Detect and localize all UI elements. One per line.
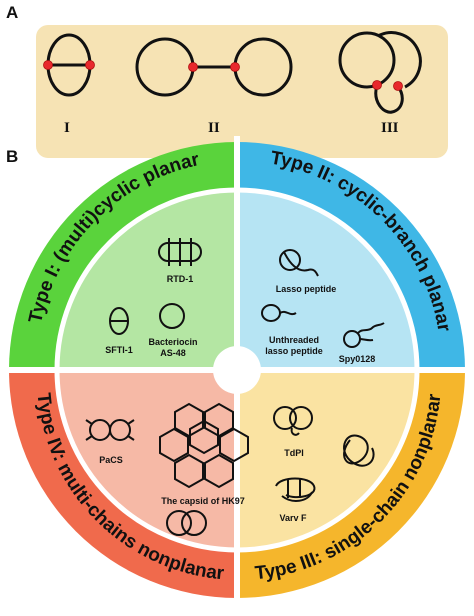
type-iv-inner-area [57, 370, 237, 550]
topology-iii-icon [338, 31, 422, 114]
topology-ii-label: II [208, 120, 220, 136]
sfti1-label: SFTI-1 [105, 345, 133, 355]
pacs-label: PaCS [99, 455, 123, 465]
unthreaded-lasso-label-line2: lasso peptide [265, 346, 323, 356]
topology-i-icon [43, 33, 95, 97]
capsid-hk97-label: The capsid of HK97 [161, 496, 245, 506]
topology-ii-icon [135, 37, 293, 97]
topology-iii-label: III [381, 120, 399, 136]
tdpi-label: TdPI [284, 448, 304, 458]
unthreaded-lasso-icon [261, 304, 297, 322]
lasso-peptide-icon [279, 249, 319, 277]
pacs-icon [85, 419, 135, 441]
lasso-peptide-label: Lasso peptide [276, 284, 337, 294]
varv-f-label: Varv F [279, 513, 307, 523]
capsid-hk97-icon [159, 402, 249, 489]
panel-a-background [36, 25, 448, 158]
trefoil-knot-icon [343, 434, 375, 467]
bacteriocin-label-line1: Bacteriocin [148, 337, 197, 347]
topology-i-label: I [64, 120, 70, 136]
sfti1-icon [109, 307, 129, 335]
tdpi-icon [273, 406, 313, 436]
rtd1-label: RTD-1 [167, 274, 194, 284]
bacteriocin-icon [159, 303, 185, 329]
type-iii-inner-area [237, 370, 417, 550]
panel-a-letter: A [6, 3, 18, 22]
spy0128-icon [343, 322, 385, 348]
type-i-inner-area [57, 190, 237, 370]
panel-b-letter: B [6, 147, 18, 166]
unthreaded-lasso-label-line1: Unthreaded [269, 335, 319, 345]
varv-f-icon [275, 477, 316, 502]
bacteriocin-label-line2: AS-48 [160, 348, 186, 358]
type-ii-inner-area [237, 190, 417, 370]
rtd1-icon [158, 238, 202, 266]
catenane-icon [166, 510, 207, 536]
center-hole [213, 346, 261, 394]
spy0128-label: Spy0128 [339, 354, 376, 364]
